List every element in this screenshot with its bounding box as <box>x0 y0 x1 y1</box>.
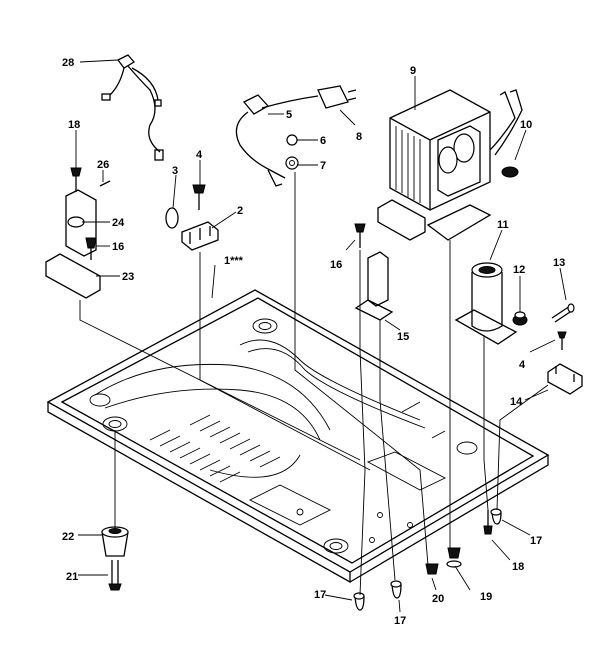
callout-2: 2 <box>237 205 243 217</box>
callout-14: 14 <box>510 396 523 408</box>
callout-18: 18 <box>512 561 524 573</box>
callout-24: 24 <box>112 217 125 229</box>
wiring-harness <box>101 54 164 161</box>
callout-20: 20 <box>432 593 444 605</box>
callout-12: 12 <box>513 264 525 276</box>
vent-slots <box>149 401 446 483</box>
callout-22: 22 <box>62 531 74 543</box>
power-cord <box>235 85 357 187</box>
rubber-foot <box>101 526 129 591</box>
callout-5: 5 <box>286 109 292 121</box>
callout-6: 6 <box>320 135 326 147</box>
callout-28: 28 <box>62 57 74 69</box>
callout-26: 26 <box>97 159 109 171</box>
callout-9: 9 <box>410 65 416 77</box>
base-plate <box>46 289 550 584</box>
capacitor <box>454 262 518 345</box>
callout-17: 17 <box>394 615 406 627</box>
callout-10: 10 <box>520 119 532 131</box>
callout-1: 1*** <box>224 255 244 267</box>
callout-15: 15 <box>397 331 409 343</box>
left-bracket-assembly <box>45 167 111 299</box>
callout-8: 8 <box>356 131 362 143</box>
callout-18: 18 <box>68 119 80 131</box>
callout-3: 3 <box>172 165 178 177</box>
callout-19: 19 <box>480 591 492 603</box>
callout-7: 7 <box>320 160 326 172</box>
callout-4: 4 <box>196 149 203 161</box>
small-parts-right <box>512 303 583 395</box>
callout-labels: 28 18 26 4 3 2 24 16 23 5 6 7 8 9 10 11 … <box>62 57 565 627</box>
leader-lines <box>75 59 567 613</box>
callout-16: 16 <box>112 241 124 253</box>
callout-17: 17 <box>530 535 542 547</box>
callout-16: 16 <box>330 259 342 271</box>
callout-21: 21 <box>66 571 78 583</box>
callout-13: 13 <box>553 257 565 269</box>
callout-17: 17 <box>314 589 326 601</box>
callout-11: 11 <box>497 219 509 231</box>
small-parts-left <box>165 184 219 251</box>
callout-4: 4 <box>519 359 526 371</box>
bottom-fasteners <box>353 508 502 611</box>
center-bracket <box>354 223 394 321</box>
transformer <box>377 89 523 241</box>
callout-23: 23 <box>122 271 134 283</box>
